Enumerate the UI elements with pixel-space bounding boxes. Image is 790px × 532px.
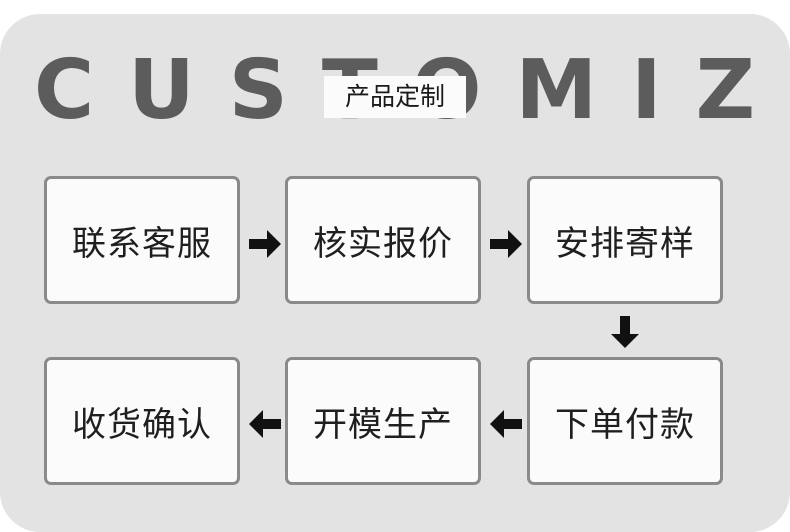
- arrow-down-icon: [611, 316, 639, 348]
- arrow-right-icon: [490, 230, 522, 258]
- step-label: 开模生产: [313, 404, 453, 445]
- arrow-left-icon: [490, 410, 522, 438]
- arrow-right-icon: [249, 230, 281, 258]
- step-mold-production: 开模生产: [285, 357, 481, 485]
- step-label: 收货确认: [72, 404, 212, 445]
- step-verify-quote: 核实报价: [285, 176, 481, 304]
- arrow-left-icon: [249, 410, 281, 438]
- step-arrange-sample: 安排寄样: [527, 176, 723, 304]
- step-order-payment: 下单付款: [527, 357, 723, 485]
- step-label: 下单付款: [555, 404, 695, 445]
- step-label: 核实报价: [313, 223, 453, 264]
- step-contact-service: 联系客服: [44, 176, 240, 304]
- step-label: 安排寄样: [555, 223, 695, 264]
- background-panel: CUSTOMIZE 产品定制 联系客服 核实报价 安排寄样 下单付款 开模生产 …: [0, 14, 790, 532]
- step-receipt-confirm: 收货确认: [44, 357, 240, 485]
- subtitle-label: 产品定制: [324, 76, 466, 118]
- step-label: 联系客服: [72, 223, 212, 264]
